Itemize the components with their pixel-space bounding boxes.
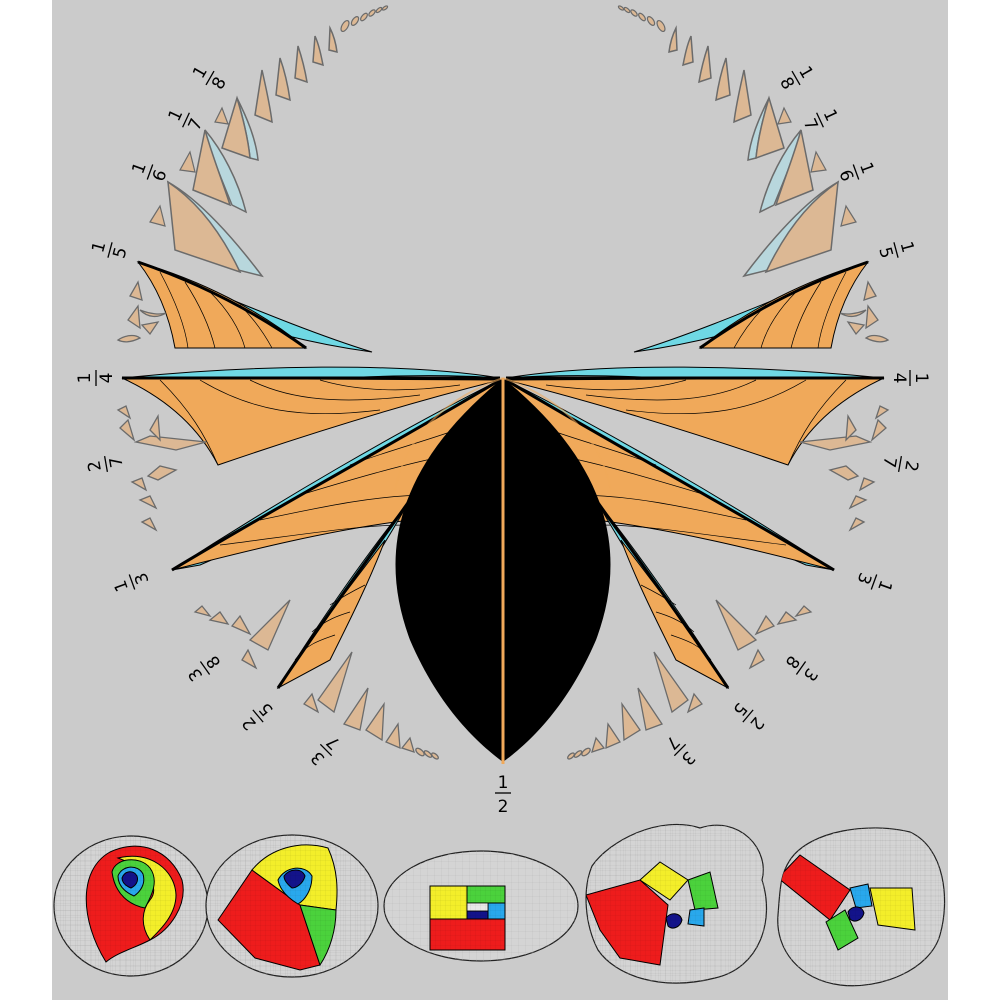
svg-text:1: 1 xyxy=(165,106,188,124)
thumbnail-3 xyxy=(383,850,579,962)
svg-text:7: 7 xyxy=(799,116,822,134)
svg-text:7: 7 xyxy=(185,116,208,134)
label-2-5-left: 2 5 xyxy=(238,698,277,733)
svg-text:2: 2 xyxy=(498,797,509,817)
label-3-8-left: 3 8 xyxy=(185,652,226,685)
svg-text:7: 7 xyxy=(323,731,345,753)
label-1-4-right: 1 4 xyxy=(889,370,931,386)
thumbnail-1 xyxy=(53,835,209,977)
thumbnail-5 xyxy=(777,827,946,987)
svg-text:4: 4 xyxy=(97,373,117,384)
svg-text:8: 8 xyxy=(208,74,231,93)
label-2-7-left: 2 7 xyxy=(84,455,128,473)
svg-text:1: 1 xyxy=(498,773,509,793)
central-black-lens xyxy=(394,377,612,764)
faded-wing-small-left-2 xyxy=(275,57,291,102)
faded-wing-1-8-left xyxy=(221,95,259,161)
svg-text:5: 5 xyxy=(255,698,277,719)
svg-text:2: 2 xyxy=(84,459,106,473)
faded-wing-small-left-5 xyxy=(328,25,338,53)
small-wings-3-7-left xyxy=(303,651,439,760)
svg-text:5: 5 xyxy=(874,245,896,261)
svg-text:8: 8 xyxy=(203,652,226,672)
faded-wing-small-left-1 xyxy=(254,69,273,124)
svg-text:1: 1 xyxy=(911,373,931,384)
svg-text:1: 1 xyxy=(75,373,95,384)
faded-wing-small-left-4 xyxy=(312,35,324,67)
svg-text:1: 1 xyxy=(873,577,895,594)
faded-wing-1-7-left xyxy=(192,129,248,214)
small-wings-3-8-left xyxy=(193,599,291,670)
svg-text:1: 1 xyxy=(819,106,842,124)
label-1-6-left: 1 6 xyxy=(128,160,171,185)
svg-text:5: 5 xyxy=(110,245,132,261)
label-1-8-left: 1 8 xyxy=(189,63,231,93)
label-2-7-right: 2 7 xyxy=(878,455,922,473)
svg-text:6: 6 xyxy=(834,167,856,184)
svg-text:6: 6 xyxy=(149,167,171,184)
svg-text:5: 5 xyxy=(728,698,750,719)
label-1-3-left: 1 3 xyxy=(110,570,153,595)
figure-panel: 1 2 1 4 1 4 1 5 1 5 1 6 xyxy=(52,0,948,1000)
label-1-2: 1 2 xyxy=(495,773,511,817)
label-1-5-left: 1 5 xyxy=(88,239,132,261)
label-3-8-right: 3 8 xyxy=(781,652,822,685)
faded-wing-1-6-left xyxy=(166,180,264,278)
label-1-6-right: 1 6 xyxy=(834,160,877,185)
svg-text:1: 1 xyxy=(189,63,212,82)
label-3-7-right: 3 7 xyxy=(661,731,698,768)
faded-wing-small-left-3 xyxy=(294,45,308,84)
wing-1-3-left xyxy=(171,378,502,572)
left-half-wings xyxy=(116,5,502,760)
small-wings-2-7-left xyxy=(116,405,207,532)
svg-text:7: 7 xyxy=(878,455,900,469)
label-3-7-left: 3 7 xyxy=(307,731,345,768)
svg-text:2: 2 xyxy=(900,459,922,473)
label-1-7-left: 1 7 xyxy=(165,106,208,134)
svg-text:1: 1 xyxy=(855,160,877,177)
svg-text:4: 4 xyxy=(889,373,909,384)
svg-text:7: 7 xyxy=(661,731,683,753)
label-1-3-right: 1 3 xyxy=(852,570,895,595)
svg-text:3: 3 xyxy=(852,570,874,587)
tiny-leaves-near-1-6-left xyxy=(149,106,229,227)
label-1-8-right: 1 8 xyxy=(775,63,817,93)
svg-text:1: 1 xyxy=(128,160,150,177)
small-wings-1-5-left xyxy=(116,280,167,343)
thumbnail-2 xyxy=(205,834,379,978)
svg-text:3: 3 xyxy=(131,570,153,587)
parameter-space-figure: 1 2 1 4 1 4 1 5 1 5 1 6 xyxy=(53,3,946,987)
label-1-4-left: 1 4 xyxy=(75,370,117,386)
label-1-5-right: 1 5 xyxy=(874,239,918,261)
svg-text:1: 1 xyxy=(896,239,918,255)
svg-text:1: 1 xyxy=(794,63,817,82)
svg-text:7: 7 xyxy=(106,455,128,469)
wing-1-4-left xyxy=(121,366,501,466)
wing-1-5-left xyxy=(136,260,373,353)
tiny-leaves-top-left xyxy=(340,5,389,33)
svg-text:1: 1 xyxy=(110,577,132,594)
svg-text:1: 1 xyxy=(88,239,110,255)
label-1-7-right: 1 7 xyxy=(799,106,842,134)
svg-text:8: 8 xyxy=(775,74,798,93)
thumbnail-4 xyxy=(585,823,768,984)
label-2-5-right: 2 5 xyxy=(728,698,767,733)
svg-text:8: 8 xyxy=(781,652,804,672)
